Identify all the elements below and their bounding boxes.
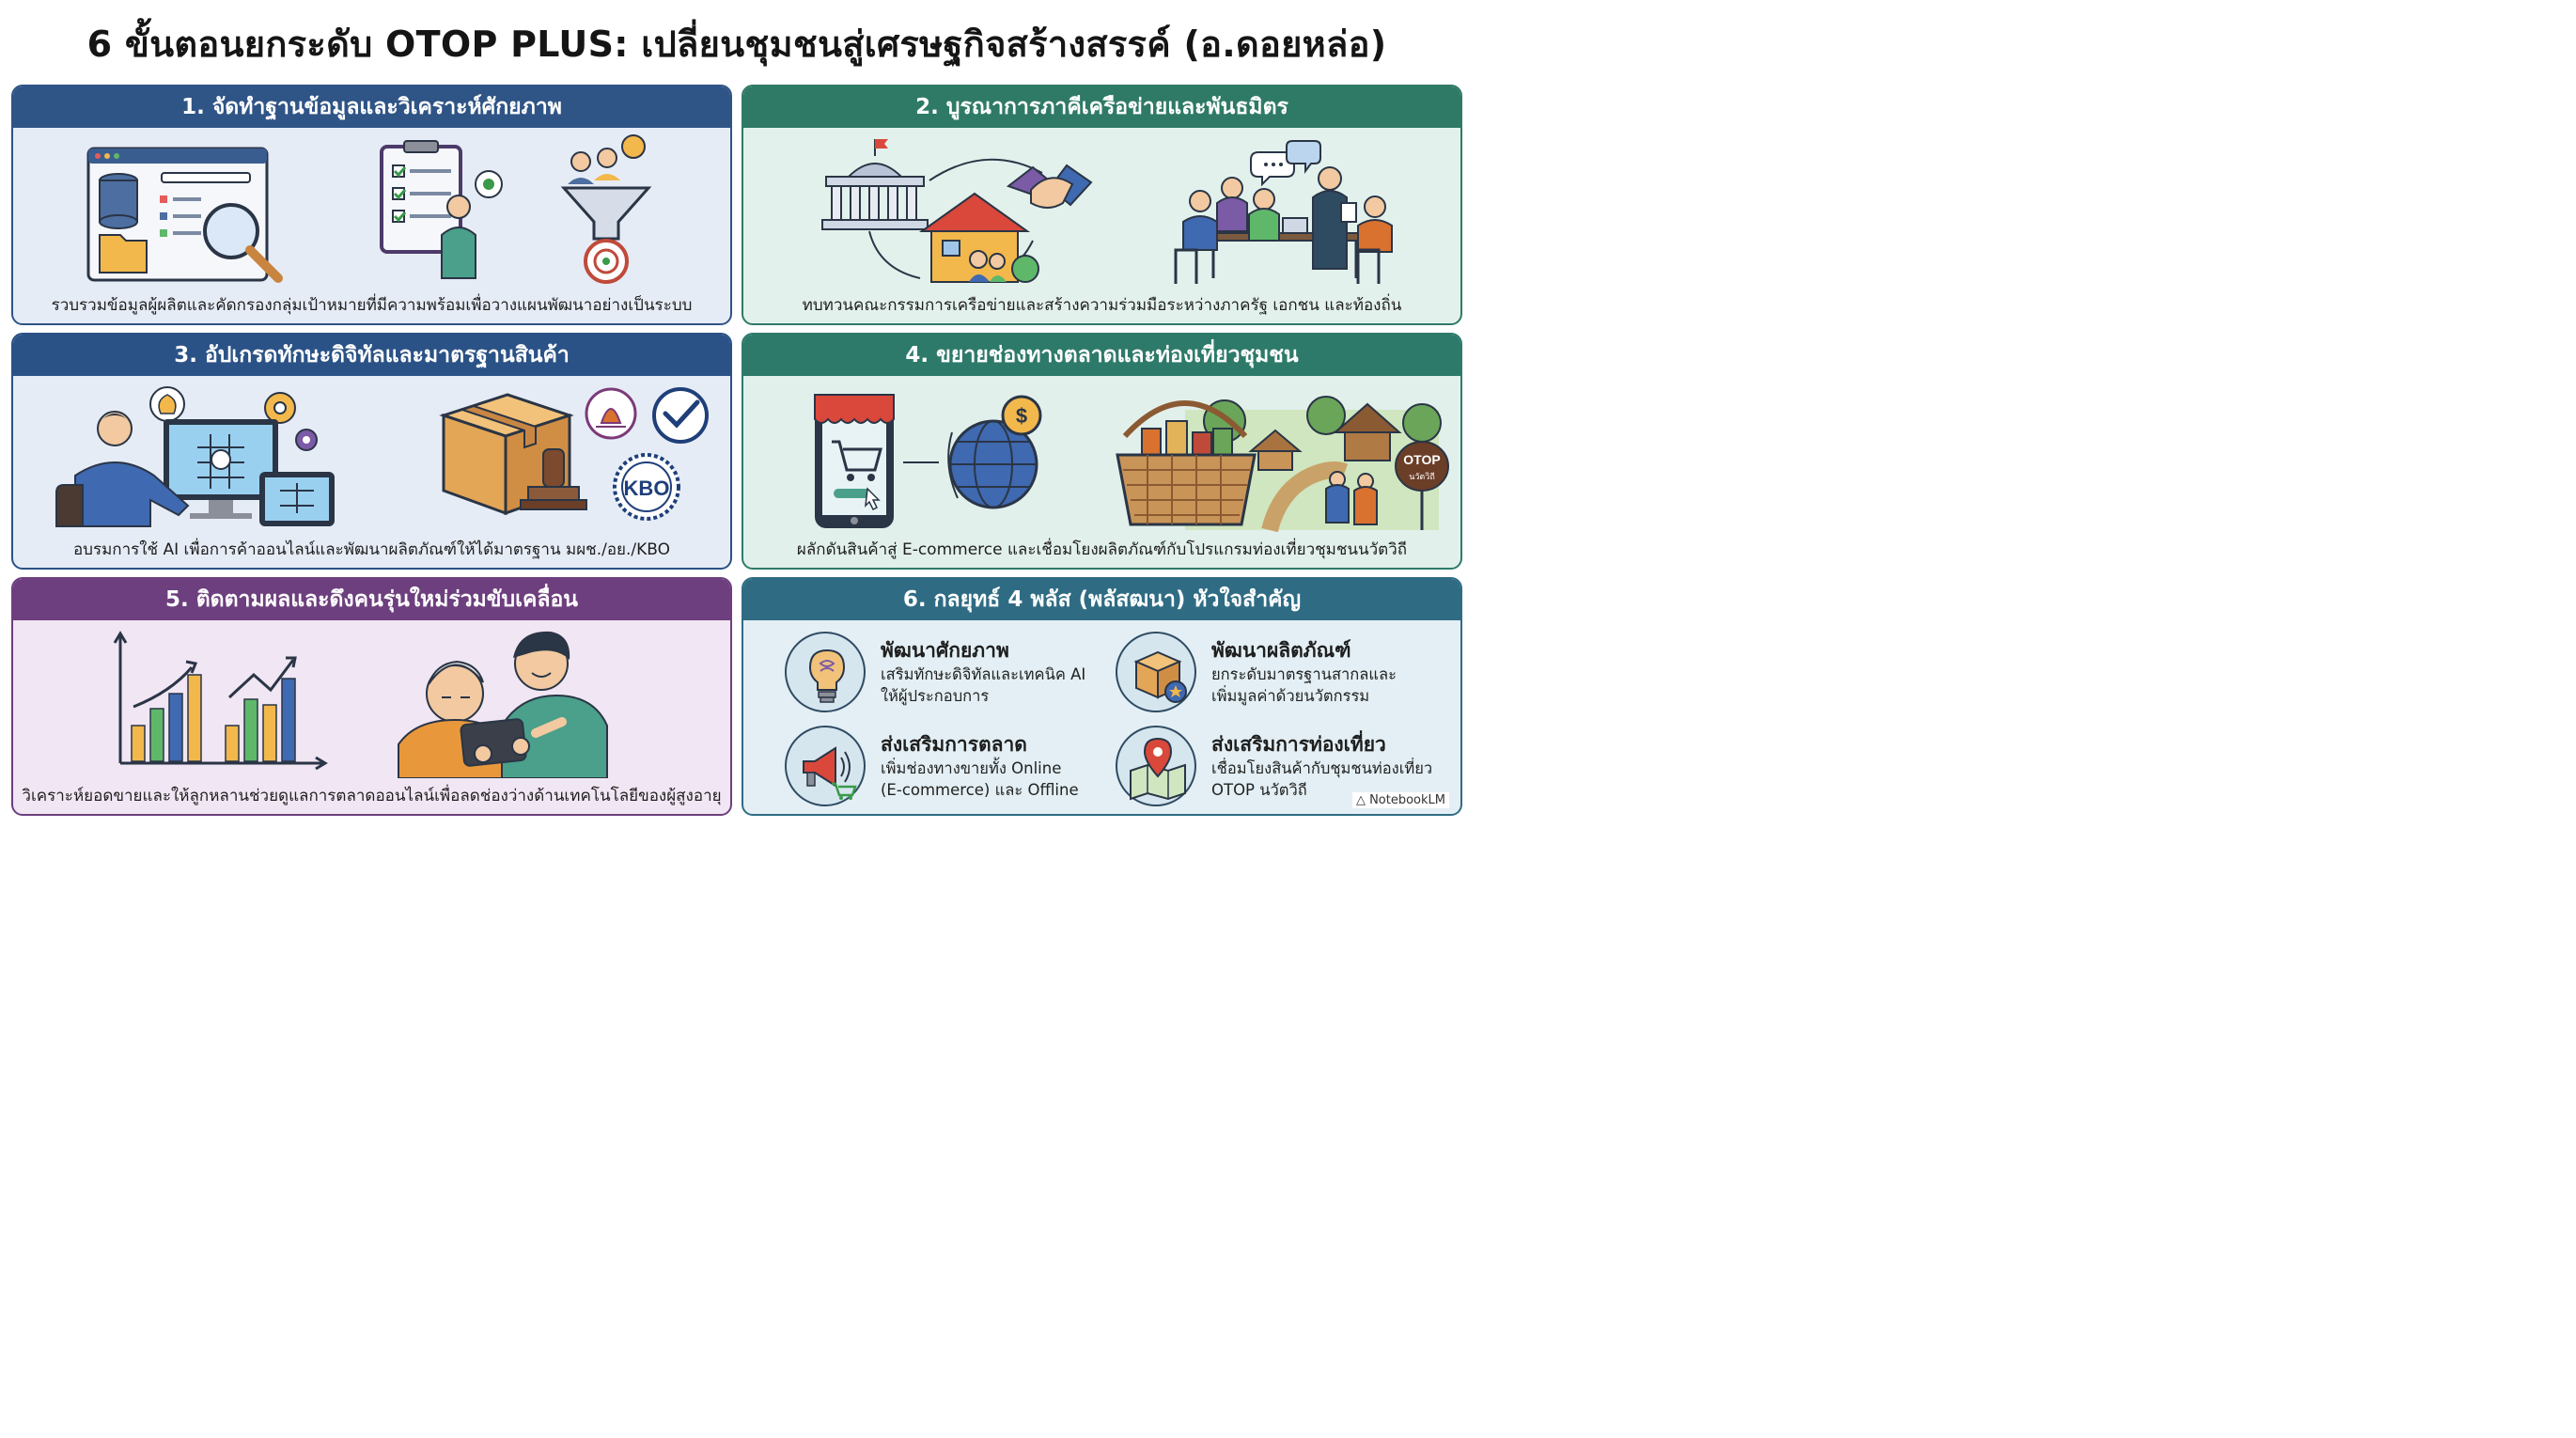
standard-seal-icon (585, 387, 637, 440)
pillar-tourism-desc-line-1: เชื่อมโยงสินค้ากับชุมชนท่องเที่ยว (1211, 759, 1433, 777)
pillar-capacity-desc-line-2: ให้ผู้ประกอบการ (881, 687, 990, 705)
pillar-tourism-desc: เชื่อมโยงสินค้ากับชุมชนท่องเที่ยว OTOP น… (1211, 758, 1432, 801)
lightbulb-brain-icon (808, 649, 846, 703)
pillar-capacity-desc-line-1: เสริมทักษะดิจิทัลและเทคนิค AI (881, 665, 1086, 683)
filter-target-icon (560, 134, 652, 284)
product-basket-icon (1116, 400, 1257, 526)
handshake-icon (1006, 164, 1093, 209)
panel-3-caption: อบรมการใช้ AI เพื่อการค้าออนไลน์และพัฒนา… (72, 540, 671, 559)
computer-learner-icon (55, 386, 335, 527)
checklist-person-icon (380, 140, 503, 279)
growth-bar-chart-icon (113, 631, 328, 771)
kbo-badge-text: KBO (624, 477, 670, 500)
generations-tablet-icon (398, 631, 608, 778)
meeting-group-icon (1174, 140, 1393, 284)
notebooklm-brand-label: NotebookLM (1369, 793, 1445, 807)
otop-sign-line-1: OTOP (1403, 452, 1440, 467)
pillar-tourism-circle (1116, 726, 1196, 806)
panel-4-caption: ผลักดันสินค้าสู่ E-commerce และเชื่อมโยง… (796, 540, 1408, 559)
kbo-badge-icon: KBO (613, 453, 680, 521)
pillar-capacity-title: พัฒนาศักยภาพ (881, 639, 1009, 662)
panel-5-caption: วิเคราะห์ยอดขายและให้ลูกหลานช่วยดูแลการต… (22, 787, 722, 805)
government-building-icon (821, 139, 929, 230)
pillar-marketing-desc-line-2: (E-commerce) และ Offline (881, 781, 1079, 799)
panel-step-3: 3. อัปเกรดทักษะดิจิทัลและมาตรฐานสินค้า (11, 333, 732, 570)
panel-step-4: 4. ขยายช่องทางตลาดและท่องเที่ยวชุมชน $ (742, 333, 1462, 570)
panel-2-heading: 2. บูรณาการภาคีเครือข่ายและพันธมิตร (743, 86, 1460, 128)
panel-step-6: 6. กลยุทธ์ 4 พลัส (พลัสฒนา) หัวใจสำคัญ พ… (742, 577, 1462, 816)
notebooklm-brand: △ NotebookLM (1351, 792, 1449, 808)
pillar-product-desc-line-1: ยกระดับมาตรฐานสากลและ (1211, 665, 1397, 683)
panel-2-illustration (821, 139, 1393, 284)
megaphone-cart-icon (803, 746, 857, 800)
pillar-product-desc-line-2: เพิ่มมูลค่าด้วยนวัตกรรม (1211, 687, 1370, 705)
pillar-marketing-title: ส่งเสริมการตลาด (881, 733, 1027, 756)
panel-5-illustration (113, 631, 608, 778)
panel-1-illustration (86, 134, 652, 284)
panel-2-caption: ทบทวนคณะกรรมการเครือข่ายและสร้างความร่วม… (802, 296, 1402, 315)
panel-step-2: 2. บูรณาการภาคีเครือข่ายและพันธมิตร (742, 85, 1462, 325)
pillar-product-desc: ยกระดับมาตรฐานสากลและ เพิ่มมูลค่าด้วยนวั… (1211, 664, 1397, 707)
panel-4-illustration: $ OTOP นวัตวิถี (814, 394, 1449, 532)
panel-6-heading: 6. กลยุทธ์ 4 พลัส (พลัสฒนา) หัวใจสำคัญ (743, 579, 1460, 620)
pillar-marketing-desc-line-1: เพิ่มช่องทางขายทั้ง Online (881, 759, 1062, 777)
fda-check-icon (652, 387, 709, 444)
community-house-icon (918, 192, 1039, 283)
product-box-stamp-icon (439, 393, 587, 516)
pillar-tourism-title: ส่งเสริมการท่องเที่ยว (1211, 733, 1386, 756)
notebooklm-logo-icon: △ (1355, 793, 1366, 807)
pillar-tourism-desc-line-2: OTOP นวัตวิถี (1211, 781, 1307, 799)
pillar-capacity-desc: เสริมทักษะดิจิทัลและเทคนิค AI ให้ผู้ประก… (881, 664, 1085, 707)
pillar-capacity-circle (785, 632, 866, 712)
pillar-marketing-desc: เพิ่มช่องทางขายทั้ง Online (E-commerce) … (881, 758, 1079, 801)
panel-1-heading: 1. จัดทำฐานข้อมูลและวิเคราะห์ศักยภาพ (13, 86, 730, 128)
panel-4-heading: 4. ขยายช่องทางตลาดและท่องเที่ยวชุมชน (743, 335, 1460, 376)
map-pin-icon (1130, 737, 1186, 801)
panel-5-heading: 5. ติดตามผลและดึงคนรุ่นใหม่ร่วมขับเคลื่อ… (13, 579, 730, 620)
panel-3-heading: 3. อัปเกรดทักษะดิจิทัลและมาตรฐานสินค้า (13, 335, 730, 376)
pillar-marketing-circle (785, 726, 866, 806)
mobile-shop-icon (814, 394, 895, 528)
otop-sign-line-2: นวัตวิถี (1409, 472, 1435, 482)
product-star-icon (1133, 650, 1187, 703)
pillar-product-circle (1116, 632, 1196, 712)
page-title: 6 ขั้นตอนยกระดับ OTOP PLUS: เปลี่ยนชุมชน… (86, 23, 1387, 65)
panel-1-caption: รวบรวมข้อมูลผู้ผลิตและคัดกรองกลุ่มเป้าหม… (51, 296, 693, 315)
panel-step-1: 1. จัดทำฐานข้อมูลและวิเคราะห์ศักยภาพ (11, 85, 732, 325)
panel-step-5: 5. ติดตามผลและดึงคนรุ่นใหม่ร่วมขับเคลื่อ… (11, 577, 732, 816)
panel-3-illustration: KBO (55, 386, 709, 527)
database-search-icon (86, 147, 283, 283)
globe-dollar-icon: $ (947, 395, 1042, 509)
pillar-product-title: พัฒนาผลิตภัณฑ์ (1211, 639, 1351, 662)
svg-text:$: $ (1016, 404, 1027, 428)
